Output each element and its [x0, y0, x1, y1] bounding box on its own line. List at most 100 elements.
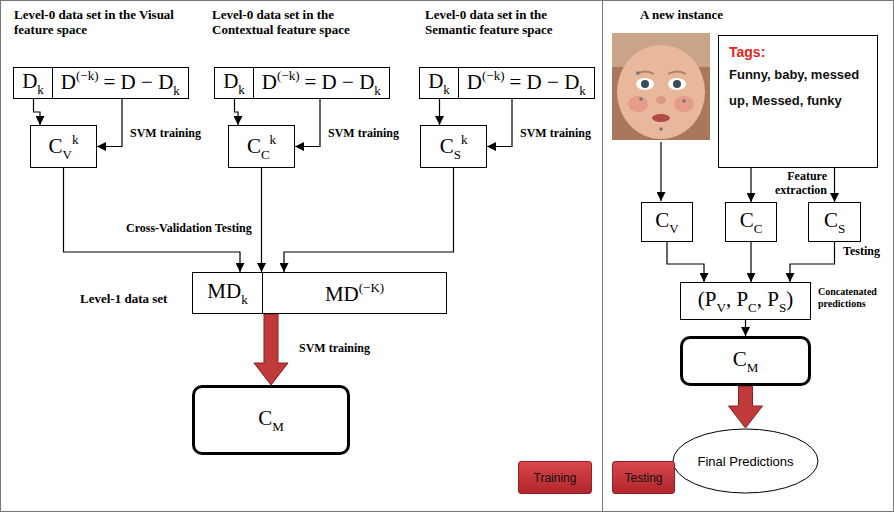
formula-part: C	[258, 406, 272, 430]
formula: CM	[733, 349, 759, 374]
formula-part: C	[247, 134, 261, 158]
stage-label: Concatenated predictions	[818, 286, 888, 309]
formula-part: = D − D	[305, 70, 375, 94]
formula-part: C	[440, 134, 454, 158]
formula-part: k	[270, 132, 277, 147]
edge-label: SVM training	[326, 127, 401, 141]
ellipse-shape	[673, 429, 818, 493]
formula: CCk	[247, 133, 276, 161]
connector	[790, 242, 835, 282]
table-cell: MDk	[193, 273, 263, 313]
image-arrow	[660, 142, 661, 201]
formula-part: C	[824, 208, 838, 232]
edge-label: Feature extraction	[763, 170, 829, 198]
table-cell: D(−k)= D − Dk	[459, 68, 594, 98]
tags-heading: Tags:	[729, 44, 867, 60]
edge-label: SVM training	[297, 342, 372, 356]
baby-photo	[612, 33, 710, 140]
table-cell: Dk	[215, 68, 254, 98]
block-arrow	[729, 386, 763, 428]
output-ellipse: Final Predictions	[672, 428, 819, 494]
meta-classifier-box: CM	[680, 336, 811, 386]
formula-part: C	[655, 208, 669, 232]
button-text: Training	[534, 471, 577, 485]
formula-part: C	[740, 208, 754, 232]
connector	[97, 99, 122, 147]
formula-part: M	[272, 419, 284, 434]
formula: MD(−K)	[325, 281, 384, 305]
phase-button: Training	[518, 461, 592, 494]
formula-part: , P	[726, 287, 748, 311]
connector	[439, 99, 440, 125]
formula-part: (P	[698, 287, 717, 311]
classifier-box: CCk	[228, 125, 295, 168]
stage-label: Level-0 data set in the Contextual featu…	[212, 8, 387, 38]
formula-part: (−k)	[277, 68, 300, 83]
formula: D(−k)= D − Dk	[262, 69, 381, 97]
edge-label: Cross-Validation Testing	[124, 222, 254, 236]
formula: CC	[740, 210, 763, 235]
formula-part: C	[733, 347, 747, 371]
formula-part: = D − D	[510, 70, 580, 94]
connector	[750, 168, 751, 202]
connector	[64, 168, 241, 272]
formula-part: (−K)	[359, 280, 384, 295]
dataset-box: DkD(−k)= D − Dk	[214, 67, 390, 99]
formula-part: )	[786, 287, 793, 311]
meta-dataset-box: MDkMD(−K)	[192, 272, 447, 314]
connector	[284, 168, 454, 272]
table-cell: D(−k)= D − Dk	[254, 68, 389, 98]
formula-part: C	[261, 147, 270, 162]
formula: D(−k)= D − Dk	[467, 69, 586, 97]
formula-part: S	[454, 147, 461, 162]
classifier-box: CV	[641, 202, 693, 242]
formula-part: = D − D	[104, 70, 174, 94]
formula-part: M	[747, 360, 759, 375]
edge-label: SVM training	[518, 127, 593, 141]
panel-heading: A new instance	[640, 8, 723, 23]
connector	[295, 99, 320, 147]
classifier-box: CSk	[420, 125, 487, 168]
connector	[667, 242, 704, 282]
table-cell: D(−k)= D − Dk	[53, 68, 188, 98]
formula-part: MD	[207, 279, 241, 303]
connector	[834, 168, 835, 202]
formula: Dk	[22, 71, 44, 96]
formula-part: S	[838, 221, 845, 236]
tag-list: Funny, baby, messed up, Messed, funky	[729, 62, 867, 114]
classifier-box: CS	[808, 202, 861, 242]
formula-part: S	[779, 300, 786, 315]
formula: CVk	[49, 133, 79, 161]
dataset-box: DkD(−k)= D − Dk	[13, 67, 189, 99]
formula-part: k	[72, 132, 79, 147]
formula-part: , P	[757, 287, 779, 311]
prediction-box: (PV, PC, PS)	[680, 282, 811, 320]
formula: (PV, PC, PS)	[698, 289, 793, 314]
formula-part: MD	[325, 282, 359, 306]
formula-part: k	[241, 292, 248, 307]
formula-part: C	[49, 134, 63, 158]
button-text: Testing	[624, 471, 662, 485]
formula-part: k	[173, 83, 180, 98]
formula-part: D	[22, 69, 37, 93]
connector	[235, 99, 239, 125]
edge-label: SVM training	[128, 127, 203, 141]
connector	[261, 168, 262, 272]
panel-divider	[602, 0, 603, 512]
connector	[750, 242, 751, 282]
meta-classifier-box: CM	[192, 385, 350, 455]
classifier-box: CVk	[30, 125, 97, 168]
formula-part: (−k)	[482, 68, 505, 83]
connector	[34, 99, 41, 125]
connector	[487, 99, 512, 147]
stage-label: Level-0 data set in the Visual feature s…	[14, 8, 189, 38]
tags-box: Tags: Funny, baby, messed up, Messed, fun…	[718, 35, 878, 168]
formula: CM	[258, 408, 284, 433]
formula-part: k	[579, 83, 586, 98]
table-cell: Dk	[420, 68, 459, 98]
formula-part: V	[63, 147, 72, 162]
connector	[745, 320, 746, 336]
table-cell: Dk	[14, 68, 53, 98]
formula-part: D	[61, 70, 76, 94]
